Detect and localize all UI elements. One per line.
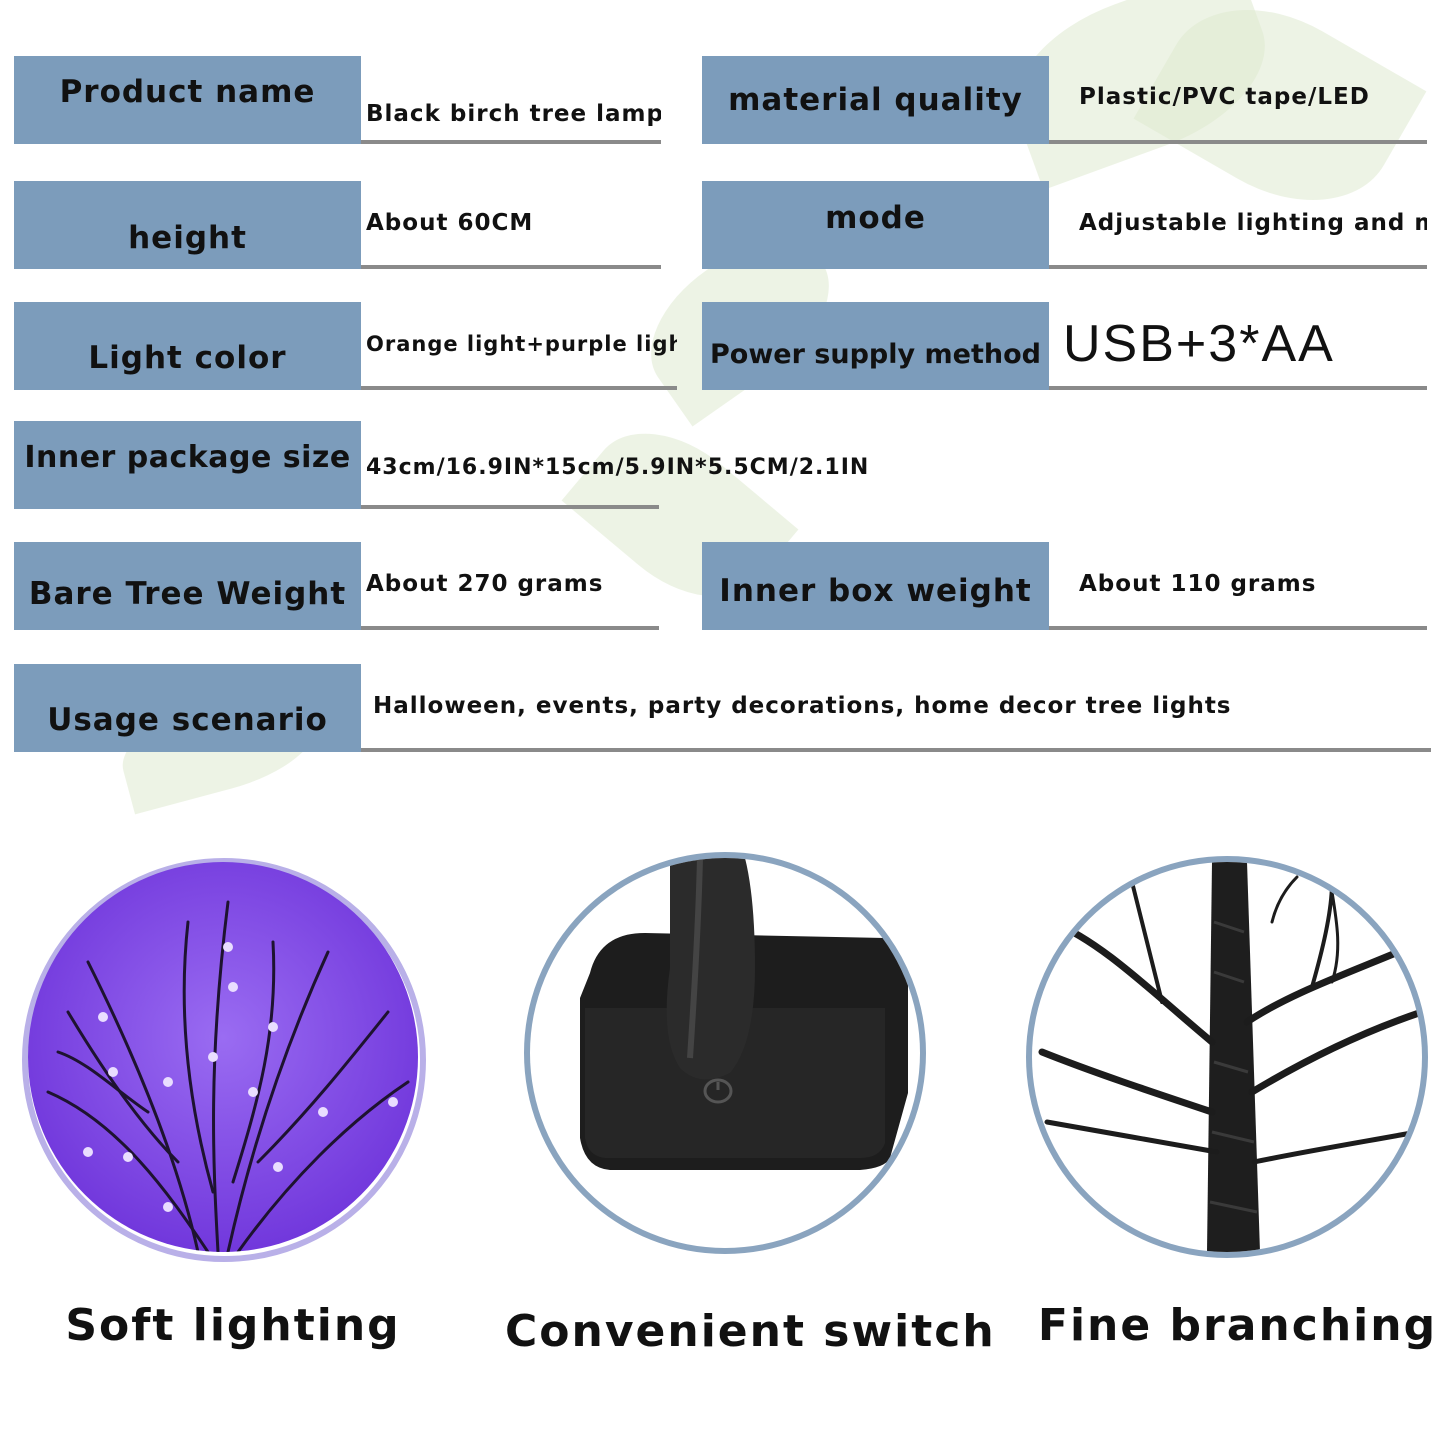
- spec-label: Inner package size: [14, 421, 361, 509]
- spec-value: Halloween, events, party decorations, ho…: [361, 664, 1431, 752]
- spec-label: Light color: [14, 302, 361, 390]
- feature-ring: [524, 852, 926, 1254]
- spec-label: material quality: [702, 56, 1049, 144]
- soft-lighting-photo: [28, 862, 418, 1252]
- spec-value: About 270 grams: [361, 542, 659, 630]
- convenient-switch-photo: [530, 858, 920, 1248]
- spec-label: Product name: [14, 56, 361, 144]
- fine-branching-photo: [1032, 862, 1422, 1252]
- black-base-switch-icon: [530, 858, 920, 1248]
- feature-caption: Convenient switch: [505, 1306, 996, 1357]
- spec-value: Plastic/PVC tape/LED: [1049, 56, 1427, 144]
- spec-label: Usage scenario: [14, 664, 361, 752]
- spec-label: Power supply method: [702, 302, 1049, 390]
- spec-value: Adjustable lighting and m: [1049, 181, 1427, 269]
- feature-caption: Soft lighting: [65, 1300, 401, 1351]
- spec-label: Inner box weight: [702, 542, 1049, 630]
- spec-value: About 110 grams: [1049, 542, 1427, 630]
- black-tree-branches-icon: [1032, 862, 1422, 1252]
- spec-value: Black birch tree lamp: [361, 56, 661, 144]
- spec-value: Orange light+purple light: [361, 302, 677, 390]
- spec-value: USB+3*AA: [1049, 302, 1427, 390]
- feature-ring: [1026, 856, 1428, 1258]
- spec-label: Bare Tree Weight: [14, 542, 361, 630]
- spec-label: height: [14, 181, 361, 269]
- feature-ring: [22, 858, 426, 1262]
- spec-value: 43cm/16.9IN*15cm/5.9IN*5.5CM/2.1IN: [361, 421, 868, 509]
- spec-label: mode: [702, 181, 1049, 269]
- feature-caption: Fine branching: [1037, 1300, 1438, 1351]
- spec-value: About 60CM: [361, 181, 661, 269]
- purple-branches-icon: [28, 862, 418, 1252]
